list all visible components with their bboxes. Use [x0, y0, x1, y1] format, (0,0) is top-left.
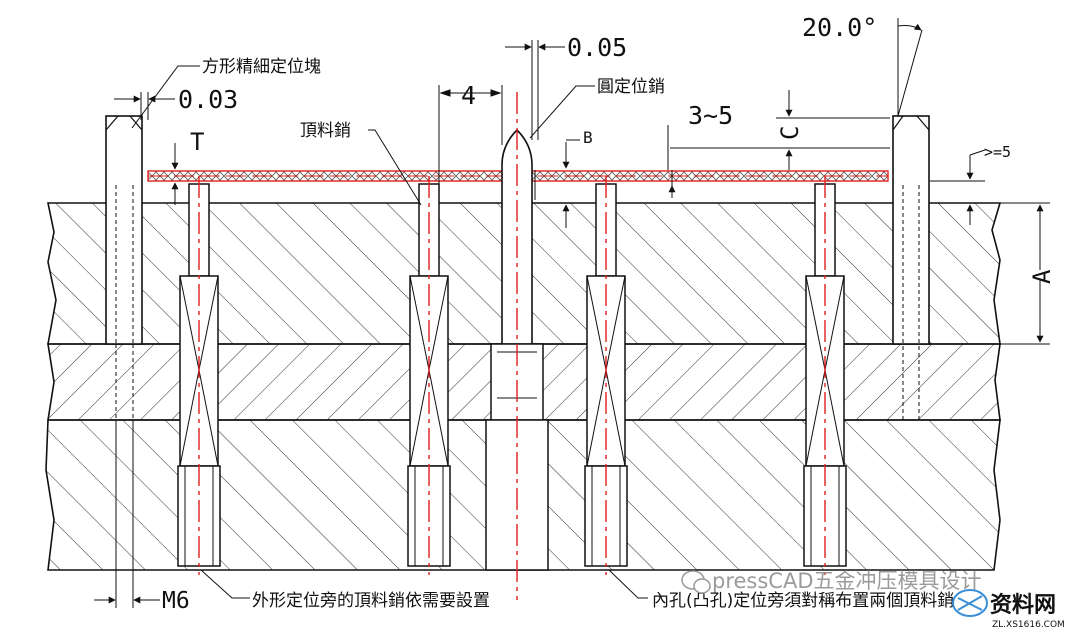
watermark: pressCAD五金冲压模具设计 资料网 ZL.XS1616.COM	[681, 569, 1065, 630]
square-locator-left	[105, 115, 143, 420]
lifter-pin-3	[584, 176, 628, 575]
leader-lines	[131, 65, 648, 599]
dim-T: T	[190, 128, 204, 156]
dim-4-lines	[438, 85, 503, 184]
dim-3-5: 3~5	[688, 101, 733, 130]
wechat-icon	[681, 570, 711, 594]
note-lifter-pin: 頂料銷	[300, 121, 351, 141]
note-square-locator: 方形精細定位塊	[202, 57, 321, 77]
note-round-pin: 圓定位銷	[597, 77, 665, 97]
dim-ge5: >=5	[984, 143, 1011, 161]
dim-0-03: 0.03	[178, 85, 238, 114]
dim-A-lines	[1000, 202, 1050, 345]
dim-M6: M6	[162, 588, 190, 614]
dim-C-lines	[670, 90, 890, 170]
watermark-site-url: ZL.XS1616.COM	[992, 620, 1065, 630]
dim-0-05: 0.05	[567, 33, 627, 62]
dim-20-lines	[897, 18, 923, 117]
dim-B-lines	[534, 142, 570, 228]
dim-0-05-lines	[505, 40, 565, 140]
dim-3-5-lines	[667, 125, 676, 198]
dim-ge5-lines	[930, 149, 986, 225]
dim-B: B	[583, 128, 593, 147]
dim-A: A	[1028, 269, 1056, 284]
lifter-pin-4	[803, 176, 847, 575]
dim-C: C	[776, 126, 804, 140]
lifter-pin-1	[177, 176, 221, 575]
dim-20-degrees: 20.0°	[802, 13, 877, 42]
site-logo-icon	[952, 589, 988, 617]
watermark-site-name: 资料网	[990, 593, 1056, 618]
dim-4: 4	[461, 81, 476, 110]
lifter-pin-2	[407, 176, 451, 575]
note-bottom-right: 內孔(凸孔)定位旁須對稱布置兩個頂料銷	[652, 591, 954, 611]
note-bottom-left: 外形定位旁的頂料銷依需要設置	[252, 591, 490, 611]
square-locator-right	[892, 115, 930, 420]
dim-M6-lines	[94, 420, 160, 608]
watermark-channel: pressCAD五金冲压模具设计	[712, 569, 982, 593]
round-locating-pin	[485, 92, 549, 600]
